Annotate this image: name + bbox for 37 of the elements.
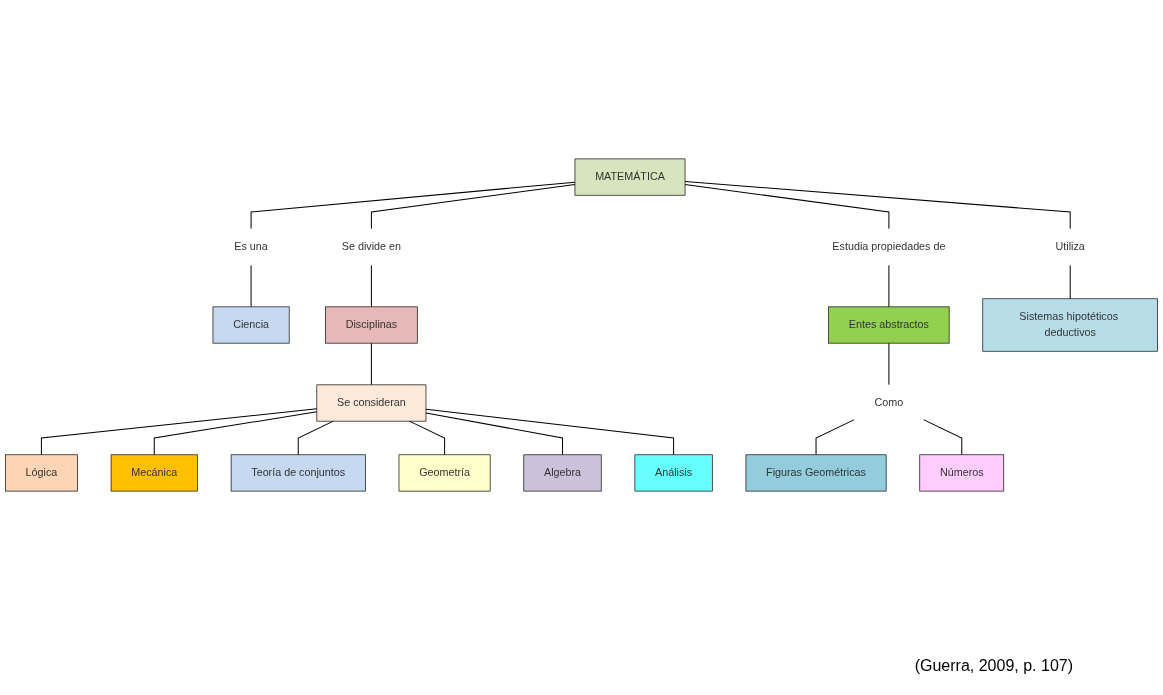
connector: [370, 184, 576, 230]
node-box: Lógica: [5, 454, 78, 492]
node-text: Es una: [234, 240, 268, 253]
connector: [1069, 264, 1071, 300]
node-box: Sistemas hipotéticos deductivos: [982, 298, 1158, 352]
connector: [153, 411, 318, 456]
node-text: Estudia propiedades de: [832, 240, 946, 253]
node-box: Teoría de conjuntos: [230, 454, 366, 492]
node-box: Se consideran: [316, 384, 427, 422]
connector: [297, 420, 334, 456]
node-text: Se divide en: [341, 240, 402, 253]
connector: [370, 264, 372, 308]
connector: [250, 264, 252, 308]
connector: [370, 342, 372, 386]
node-box: Ciencia: [212, 306, 290, 344]
node-box: Números: [919, 454, 1005, 492]
node-box: Disciplinas: [325, 306, 418, 344]
connector: [425, 408, 675, 456]
node-text: Utiliza: [1055, 240, 1085, 253]
connector: [425, 412, 564, 456]
connector: [815, 419, 855, 456]
connector: [40, 408, 318, 456]
node-box: Geometría: [398, 454, 491, 492]
citation-text: (Guerra, 2009, p. 107): [914, 657, 1073, 675]
connector: [888, 264, 890, 308]
node-box: Mecánica: [110, 454, 198, 492]
connector: [922, 419, 963, 456]
node-box: Figuras Geométricas: [745, 454, 887, 492]
node-box: Análisis: [634, 454, 713, 492]
node-box: Entes abstractos: [828, 306, 950, 344]
node-box: MATEMÁTICA: [574, 158, 686, 196]
connector: [684, 180, 1071, 230]
connector: [250, 181, 576, 230]
node-box: Algebra: [523, 454, 602, 492]
connector: [684, 184, 890, 230]
connector: [888, 342, 890, 386]
node-text: Como: [874, 396, 904, 409]
